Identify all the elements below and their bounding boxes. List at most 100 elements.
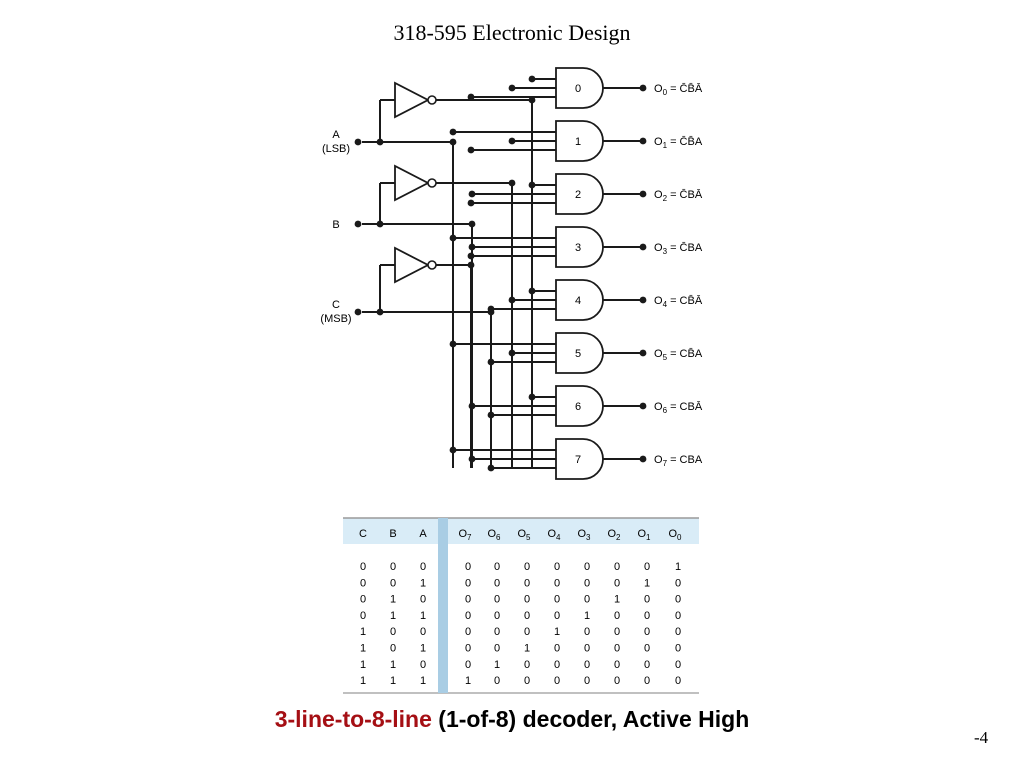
table-cell: 0 <box>360 610 366 622</box>
table-cell: 1 <box>420 675 426 687</box>
slide-title: 318-595 Electronic Design <box>393 20 631 45</box>
table-cell: 1 <box>390 659 396 671</box>
table-cell: 1 <box>390 610 396 622</box>
input-label-c: C <box>332 299 340 311</box>
table-cell: 0 <box>465 594 471 606</box>
table-cell: 0 <box>584 659 590 671</box>
table-cell: 0 <box>675 594 681 606</box>
table-cell: 0 <box>675 577 681 589</box>
and-gate-5 <box>555 332 604 374</box>
caption-highlight: 3-line-to-8-line <box>274 706 432 732</box>
table-cell: 0 <box>644 610 650 622</box>
table-cell: 0 <box>644 561 650 573</box>
junction-dot <box>449 234 457 242</box>
table-cell: 1 <box>360 659 366 671</box>
table-cell: 1 <box>614 594 620 606</box>
page-number: -4 <box>974 728 989 747</box>
input-terminal-c <box>354 308 362 316</box>
header-output-7: O7 <box>458 528 472 542</box>
junction-dot <box>508 349 516 357</box>
table-cell: 0 <box>554 594 560 606</box>
junction-dot <box>468 402 476 410</box>
table-cell: 0 <box>494 626 500 638</box>
table-cell: 0 <box>584 626 590 638</box>
table-cell: 0 <box>614 610 620 622</box>
junction-dot <box>468 455 476 463</box>
input-label-b: B <box>332 219 339 231</box>
table-cell: 0 <box>390 561 396 573</box>
table-cell: 0 <box>675 610 681 622</box>
output-equation-0: O0 = C̄B̄Ā <box>654 82 703 97</box>
table-divider <box>438 518 448 693</box>
output-equation-6: O6 = CBĀ <box>654 401 703 415</box>
table-cell: 0 <box>675 643 681 655</box>
slide-caption: 3-line-to-8-line (1-of-8) decoder, Activ… <box>0 706 1024 733</box>
table-cell: 1 <box>554 626 560 638</box>
caption-rest: (1-of-8) decoder, Active High <box>431 706 750 732</box>
header-output-0: O0 <box>668 528 682 542</box>
junction-dot <box>376 220 384 228</box>
junction-dot <box>467 199 475 207</box>
table-cell: 0 <box>614 675 620 687</box>
table-cell: 0 <box>524 610 530 622</box>
table-cell: 1 <box>360 626 366 638</box>
gate-label: 5 <box>575 348 581 360</box>
table-cell: 1 <box>494 659 500 671</box>
inverter-a <box>394 81 430 119</box>
input-terminal-b <box>354 220 362 228</box>
output-terminal <box>639 349 647 357</box>
table-cell: 0 <box>494 643 500 655</box>
output-terminal <box>639 84 647 92</box>
and-gate-7 <box>555 438 604 480</box>
table-cell: 1 <box>675 561 681 573</box>
table-cell: 0 <box>465 577 471 589</box>
input-label-a: A <box>332 129 340 141</box>
header-output-2: O2 <box>607 528 621 542</box>
junction-dot <box>528 181 536 189</box>
table-cell: 1 <box>360 643 366 655</box>
and-gate-6 <box>555 385 604 427</box>
output-terminal <box>639 190 647 198</box>
input-terminal-a <box>354 138 362 146</box>
table-cell: 0 <box>584 561 590 573</box>
junction-dot <box>508 179 516 187</box>
table-cell: 0 <box>584 675 590 687</box>
table-cell: 0 <box>554 659 560 671</box>
junction-dot <box>468 243 476 251</box>
table-cell: 1 <box>644 577 650 589</box>
table-cell: 0 <box>524 561 530 573</box>
gate-label: 3 <box>575 242 581 254</box>
table-cell: 0 <box>465 626 471 638</box>
and-gate-3 <box>555 226 604 268</box>
input-note-c: (MSB) <box>320 313 351 325</box>
header-output-4: O4 <box>547 528 561 542</box>
gate-label: 7 <box>575 454 581 466</box>
table-cell: 1 <box>420 643 426 655</box>
junction-dot <box>487 358 495 366</box>
table-cell: 0 <box>494 577 500 589</box>
table-cell: 0 <box>644 594 650 606</box>
junction-dot <box>467 146 475 154</box>
output-terminal <box>639 402 647 410</box>
inverter-c <box>394 246 430 284</box>
junction-dot <box>528 287 536 295</box>
gate-label: 4 <box>575 295 581 307</box>
table-cell: 0 <box>644 626 650 638</box>
junction-dot <box>468 220 476 228</box>
junction-dot <box>528 393 536 401</box>
junction-dot <box>467 261 475 269</box>
gate-label: 0 <box>575 83 581 95</box>
junction-dot <box>449 446 457 454</box>
table-cell: 1 <box>390 675 396 687</box>
table-cell: 0 <box>524 594 530 606</box>
junction-dot <box>508 137 516 145</box>
junction-dot <box>487 464 495 472</box>
table-cell: 0 <box>494 561 500 573</box>
table-cell: 0 <box>420 659 426 671</box>
table-cell: 0 <box>584 643 590 655</box>
table-cell: 0 <box>554 643 560 655</box>
header-input-a: A <box>419 528 427 540</box>
table-cell: 0 <box>420 626 426 638</box>
gate-label: 6 <box>575 401 581 413</box>
